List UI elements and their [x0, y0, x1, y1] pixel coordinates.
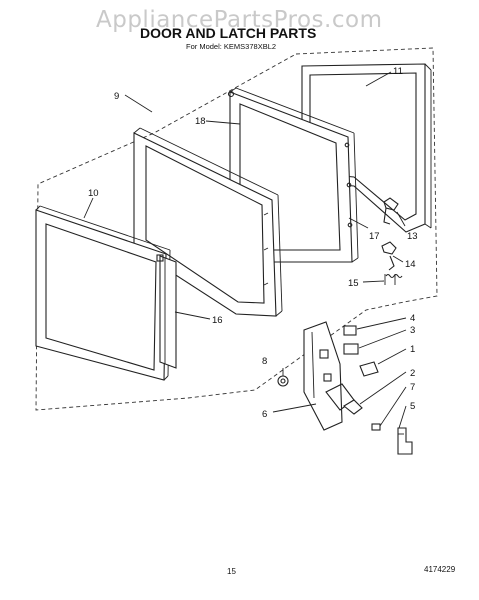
- callout-2: 2: [410, 368, 415, 379]
- callout-14: 14: [405, 259, 416, 270]
- watermark: AppliancePartsPros.com: [96, 7, 382, 33]
- callout-11: 11: [393, 66, 403, 77]
- callout-9: 9: [114, 91, 119, 102]
- callout-3: 3: [410, 325, 415, 336]
- part-side-trim: [156, 254, 177, 369]
- part-latch-components: [343, 325, 413, 455]
- callout-15: 15: [348, 278, 359, 289]
- diagram-title: DOOR AND LATCH PARTS: [140, 25, 316, 41]
- callout-1: 1: [410, 344, 415, 355]
- callout-13: 13: [407, 231, 418, 242]
- callout-17: 17: [369, 231, 380, 242]
- callout-8: 8: [262, 356, 267, 367]
- model-subtitle: For Model: KEMS378XBL2: [186, 42, 276, 51]
- callout-labels: 9 10 18 11 13 17 14 15 16 4 3 1 8 2 7 5 …: [88, 66, 418, 420]
- part-nut: [277, 375, 289, 387]
- document-number: 4174229: [424, 565, 456, 574]
- callout-6: 6: [262, 409, 267, 420]
- callout-18: 18: [195, 116, 206, 127]
- part-latch-housing: [303, 321, 355, 431]
- leader-lines: [83, 71, 407, 429]
- callout-7: 7: [410, 382, 415, 393]
- callout-4: 4: [410, 313, 415, 324]
- callout-16: 16: [212, 315, 223, 326]
- page-number: 15: [227, 567, 236, 576]
- callout-10: 10: [88, 188, 99, 199]
- part-hinges-and-spring: [381, 197, 403, 285]
- assembly-outline: [35, 47, 438, 411]
- callout-5: 5: [410, 401, 415, 412]
